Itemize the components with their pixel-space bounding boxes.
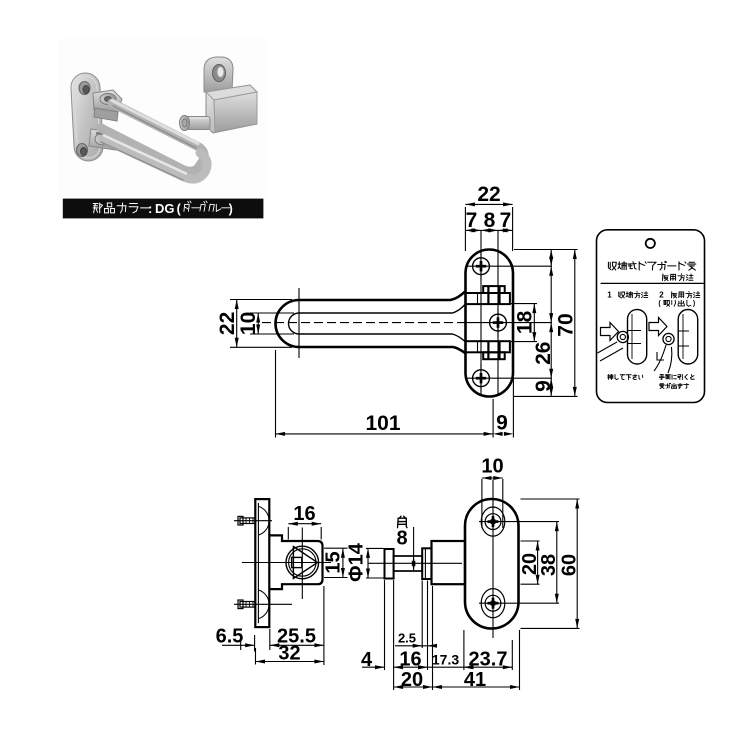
svg-text:25.5: 25.5 bbox=[277, 626, 316, 648]
svg-text:): ) bbox=[229, 202, 233, 216]
svg-text:4: 4 bbox=[361, 649, 373, 671]
svg-text:10: 10 bbox=[237, 312, 260, 335]
svg-text:70: 70 bbox=[554, 313, 577, 336]
svg-text:9: 9 bbox=[532, 380, 555, 392]
svg-text:8: 8 bbox=[396, 528, 407, 550]
svg-text:17.3: 17.3 bbox=[432, 651, 459, 667]
svg-text:15: 15 bbox=[323, 551, 345, 573]
svg-text:41: 41 bbox=[464, 669, 486, 691]
svg-text:20: 20 bbox=[401, 669, 423, 691]
svg-text:6.5: 6.5 bbox=[216, 626, 244, 648]
svg-text:10: 10 bbox=[481, 456, 503, 478]
svg-text::: : bbox=[148, 202, 152, 216]
svg-text:26: 26 bbox=[532, 342, 555, 365]
svg-text:7: 7 bbox=[500, 209, 512, 232]
svg-text:2.5: 2.5 bbox=[398, 631, 416, 646]
svg-text:60: 60 bbox=[559, 554, 581, 576]
svg-text:9: 9 bbox=[496, 411, 508, 434]
svg-text:2: 2 bbox=[659, 291, 664, 300]
svg-text:DG: DG bbox=[155, 201, 175, 216]
svg-text:101: 101 bbox=[365, 412, 400, 435]
svg-text:38: 38 bbox=[538, 554, 560, 576]
svg-text:8: 8 bbox=[484, 209, 496, 232]
svg-text:22: 22 bbox=[216, 312, 239, 335]
svg-text:Φ14: Φ14 bbox=[346, 542, 368, 582]
svg-text:22: 22 bbox=[477, 183, 500, 206]
svg-text:): ) bbox=[693, 300, 695, 307]
svg-text:32: 32 bbox=[278, 643, 300, 665]
svg-text:7: 7 bbox=[466, 209, 478, 232]
svg-text:23.7: 23.7 bbox=[469, 649, 508, 671]
svg-text:1: 1 bbox=[607, 291, 612, 300]
svg-text:16: 16 bbox=[399, 649, 421, 671]
svg-text:(: ( bbox=[658, 300, 661, 307]
svg-text:(: ( bbox=[177, 202, 182, 216]
svg-text:20: 20 bbox=[519, 553, 541, 575]
svg-text:18: 18 bbox=[514, 310, 537, 334]
svg-text:16: 16 bbox=[293, 503, 315, 525]
